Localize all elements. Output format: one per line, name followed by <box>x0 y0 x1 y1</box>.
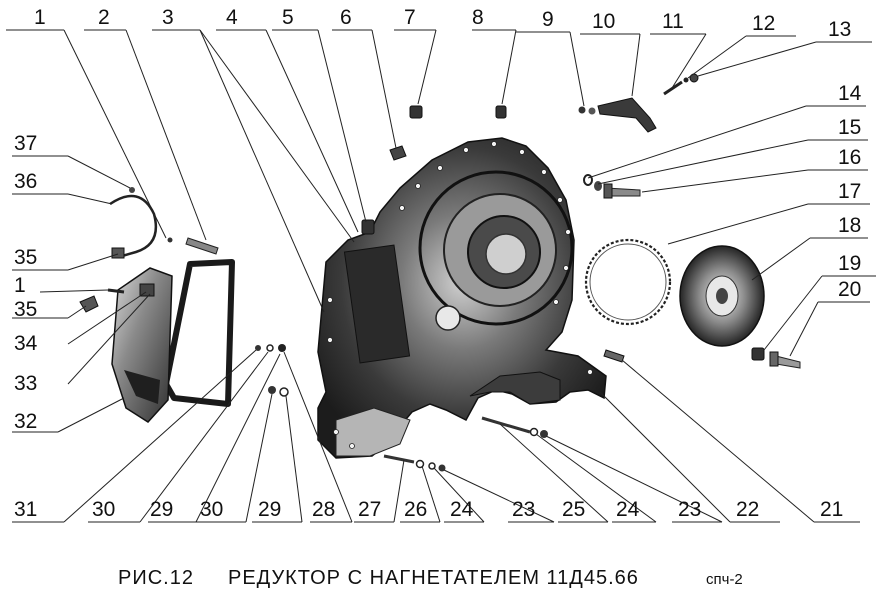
callouts-top: 1 2 3 4 5 6 7 8 9 10 11 12 13 <box>34 6 851 41</box>
callout-34: 34 <box>14 332 38 355</box>
callout-35b: 35 <box>14 298 37 321</box>
end-cover <box>679 245 765 347</box>
callout-23a: 23 <box>512 498 535 521</box>
callout-24a: 24 <box>450 498 474 521</box>
callout-37: 37 <box>14 132 37 155</box>
callout-31: 31 <box>14 498 37 521</box>
small-parts <box>167 73 801 472</box>
clamp-strap <box>109 187 158 259</box>
callout-7: 7 <box>404 6 416 29</box>
callout-3: 3 <box>162 6 174 29</box>
callout-36: 36 <box>14 170 37 193</box>
callout-10: 10 <box>592 10 615 33</box>
callout-21: 21 <box>820 498 843 521</box>
callout-2: 2 <box>98 6 110 29</box>
callout-18: 18 <box>838 214 861 237</box>
callout-6: 6 <box>340 6 352 29</box>
callouts-bottom: 31 30 29 30 29 28 27 26 24 23 25 24 23 2… <box>14 498 843 521</box>
caption-suffix: спч-2 <box>706 571 743 588</box>
callout-32: 32 <box>14 410 37 433</box>
callout-26: 26 <box>404 498 427 521</box>
callout-5: 5 <box>282 6 294 29</box>
callout-17: 17 <box>838 180 861 203</box>
cover-gasket <box>163 259 235 407</box>
callout-19: 19 <box>838 252 861 275</box>
callouts-right: 14 15 16 17 18 19 20 <box>838 82 862 301</box>
callout-15: 15 <box>838 116 861 139</box>
callout-24b: 24 <box>616 498 640 521</box>
callout-29b: 29 <box>258 498 281 521</box>
callout-11: 11 <box>662 10 684 33</box>
callout-16: 16 <box>838 146 861 169</box>
callout-1b: 1 <box>14 274 26 297</box>
callout-23b: 23 <box>678 498 701 521</box>
callout-27: 27 <box>358 498 381 521</box>
figure-caption: РИС.12 РЕДУКТОР С НАГНЕТАТЕЛЕМ 11Д45.66 … <box>118 567 743 589</box>
side-cover <box>111 267 173 423</box>
callout-28: 28 <box>312 498 335 521</box>
callout-8: 8 <box>472 6 484 29</box>
gasket-ring <box>584 238 672 326</box>
callouts-left: 37 36 35 1 35 34 33 32 <box>14 132 38 433</box>
reducer-housing <box>317 137 607 459</box>
callout-30b: 30 <box>200 498 223 521</box>
caption-fig: РИС.12 <box>118 567 194 589</box>
callout-13: 13 <box>828 18 851 41</box>
left-fittings <box>79 288 125 313</box>
callout-20: 20 <box>838 278 861 301</box>
callout-4: 4 <box>226 6 238 29</box>
callout-25: 25 <box>562 498 585 521</box>
callout-9: 9 <box>542 8 554 31</box>
callout-35a: 35 <box>14 246 37 269</box>
callout-14: 14 <box>838 82 862 105</box>
callout-1: 1 <box>34 6 46 29</box>
callout-29a: 29 <box>150 498 173 521</box>
callout-12: 12 <box>752 12 775 35</box>
caption-title: РЕДУКТОР С НАГНЕТАТЕЛЕМ 11Д45.66 <box>228 567 639 589</box>
callout-22: 22 <box>736 498 759 521</box>
callout-30a: 30 <box>92 498 115 521</box>
callout-33: 33 <box>14 372 37 395</box>
leader-lines <box>6 29 876 523</box>
